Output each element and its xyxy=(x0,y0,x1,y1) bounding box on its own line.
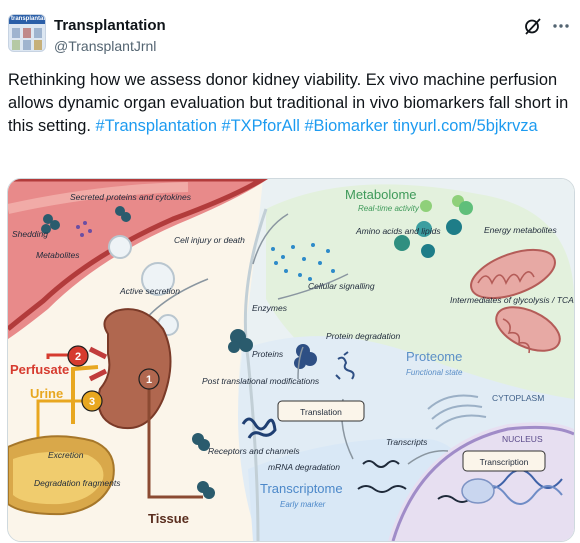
protein-cluster xyxy=(41,206,131,234)
label-intermediates: Intermediates of glycolysis / TCA cycle xyxy=(450,295,574,305)
label-mrna-degradation: mRNA degradation xyxy=(268,462,340,472)
perfusate-title: Perfusate xyxy=(10,362,69,377)
nuclear-membrane xyxy=(391,425,574,541)
protein-blobs xyxy=(192,329,317,499)
kidney xyxy=(97,308,172,430)
rna-polymerase xyxy=(461,478,495,504)
transcriptome-title: Transcriptome xyxy=(260,481,343,496)
nucleus-label: NUCLEUS xyxy=(502,434,543,444)
label-proteins: Proteins xyxy=(252,349,284,359)
urine-badge xyxy=(81,390,103,412)
mrna-strand xyxy=(362,460,400,468)
avatar-banner xyxy=(9,15,45,24)
grok-icon[interactable] xyxy=(523,16,543,36)
hashtag-txpforall[interactable]: #TXPforAll xyxy=(221,117,300,135)
badge-2-label: 2 xyxy=(75,351,81,363)
mitochondrion-bottom xyxy=(495,306,561,354)
ureter xyxy=(71,365,99,424)
label-receptors: Receptors and channels xyxy=(208,446,300,456)
biomarker-figure: 2 1 3 Secreted proteins and cytokines Sh… xyxy=(8,179,574,541)
metabolite-cluster xyxy=(76,221,92,237)
badge-1-label: 1 xyxy=(146,374,152,386)
cytoplasm-label: CYTOPLASM xyxy=(492,393,544,403)
label-post-translational: Post translational modifications xyxy=(202,376,320,386)
label-shedding: Shedding xyxy=(12,229,48,239)
tweet-link[interactable]: tinyurl.com/5bjkrvza xyxy=(392,117,538,135)
label-excretion: Excretion xyxy=(48,450,84,460)
label-cell-injury: Cell injury or death xyxy=(174,235,245,245)
endoplasmic-reticulum xyxy=(427,394,487,430)
metabolome-title: Metabolome xyxy=(345,187,417,202)
translation-box xyxy=(277,400,365,422)
renal-vessels xyxy=(88,346,108,382)
metabolite-dots xyxy=(271,243,335,281)
avatar-text: transplantation xyxy=(11,16,46,22)
vesicle xyxy=(108,235,132,259)
label-degradation-fragments: Degradation fragments xyxy=(34,478,121,488)
label-real-time: Real-time activity xyxy=(358,204,420,213)
mrna-strand xyxy=(357,485,407,493)
account-handle[interactable]: @TransplantJrnl xyxy=(54,38,157,54)
mrna-strand xyxy=(437,495,471,503)
perfusate-badge xyxy=(67,345,89,367)
tweet-text: Rethinking how we assess donor kidney vi… xyxy=(8,69,574,138)
vessel-highlight xyxy=(8,182,189,214)
tweet-header: transplantation Transplantation @Transpl… xyxy=(0,0,580,70)
vesicle xyxy=(141,262,175,296)
label-enzymes: Enzymes xyxy=(252,303,288,313)
hashtag-transplantation[interactable]: #Transplantation xyxy=(95,117,217,135)
tweet-image[interactable]: 2 1 3 Secreted proteins and cytokines Sh… xyxy=(7,178,575,542)
label-energy-metabolites: Energy metabolites xyxy=(484,225,558,235)
degraded-protein-icon xyxy=(335,351,355,380)
label-cellular-signalling: Cellular signalling xyxy=(308,281,375,291)
metabolite-spheres xyxy=(394,195,473,258)
tissue-badge xyxy=(138,368,160,390)
badge-3-label: 3 xyxy=(89,396,95,408)
label-amino-acids: Amino acids and lipids xyxy=(355,226,441,236)
tissue-line xyxy=(147,387,203,499)
avatar-tile xyxy=(34,28,42,38)
translation-label: Translation xyxy=(300,407,342,417)
avatar-tile xyxy=(34,40,42,50)
label-secreted: Secreted proteins and cytokines xyxy=(70,192,192,202)
avatar-tile xyxy=(12,28,20,38)
protein-chain-icon xyxy=(241,417,277,439)
transcription-label: Transcription xyxy=(480,457,529,467)
label-transcripts: Transcripts xyxy=(386,437,428,447)
cell-membrane xyxy=(243,208,268,541)
label-early-marker: Early marker xyxy=(280,500,326,509)
more-dots-icon[interactable] xyxy=(551,16,571,36)
bladder-fluid xyxy=(13,451,104,505)
urine-line xyxy=(36,399,86,444)
tweet-body: Rethinking how we assess donor kidney vi… xyxy=(8,71,569,135)
transcription-box xyxy=(462,450,546,472)
proteome-title: Proteome xyxy=(406,349,462,364)
avatar[interactable]: transplantation xyxy=(8,14,46,52)
label-functional-state: Functional state xyxy=(406,368,463,377)
label-active-secretion: Active secretion xyxy=(119,286,180,296)
label-metabolites: Metabolites xyxy=(36,250,80,260)
mitochondrion-top xyxy=(470,248,556,300)
avatar-tile xyxy=(12,40,20,50)
avatar-tile xyxy=(23,40,31,50)
blood-vessel xyxy=(8,179,268,339)
account-name[interactable]: Transplantation xyxy=(54,17,166,34)
tissue-title: Tissue xyxy=(148,511,189,526)
urine-title: Urine xyxy=(30,386,63,401)
hashtag-biomarker[interactable]: #Biomarker xyxy=(304,117,389,135)
label-protein-degradation: Protein degradation xyxy=(326,331,400,341)
avatar-tile xyxy=(23,28,31,38)
